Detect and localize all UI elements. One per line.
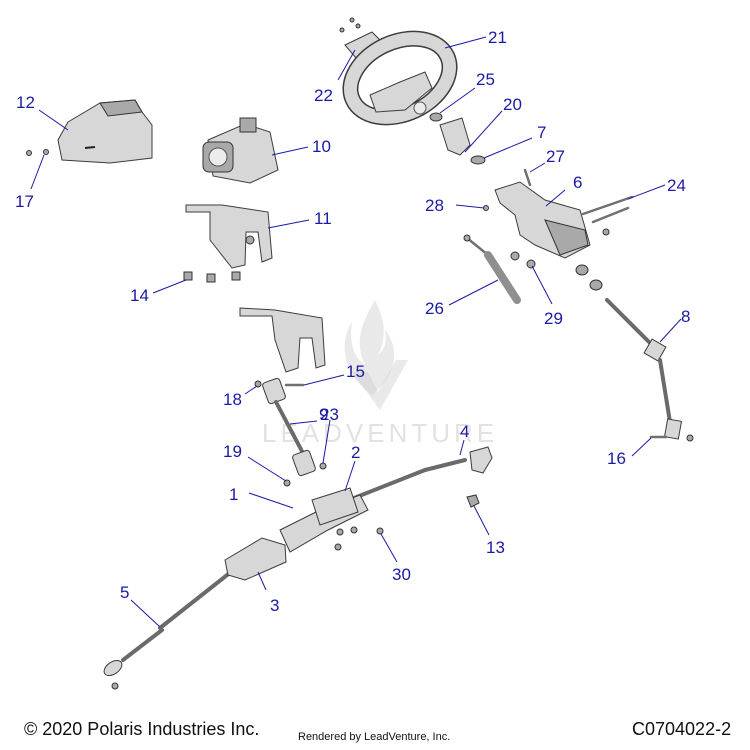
callout-28: 28: [425, 196, 444, 215]
part-2-rack-boot: [311, 487, 359, 526]
leader-28: [455, 204, 485, 209]
leader-5: [130, 599, 161, 628]
callout-8: 8: [681, 307, 690, 326]
callout-29: 29: [544, 309, 563, 328]
part-lower-bracket: [239, 307, 326, 373]
leader-6: [545, 189, 566, 207]
callout-12: 12: [16, 93, 35, 112]
leader-25: [439, 87, 476, 114]
part-27-bolt: [523, 168, 532, 187]
v-logo: [352, 360, 408, 410]
part-6-column-bracket: [494, 181, 591, 259]
callout-4: 4: [460, 422, 469, 441]
part-20-boot: [439, 117, 471, 156]
part-9-lower-shaft: [262, 377, 316, 477]
leader-20: [464, 110, 503, 153]
leader-14: [152, 279, 187, 294]
part-17-screws: [26, 149, 49, 156]
leader-2: [344, 460, 356, 492]
callout-9: 9: [319, 405, 328, 424]
part-28-screw: [483, 205, 489, 211]
part-3-rack-boot: [224, 537, 287, 581]
flame-logo: [344, 300, 395, 395]
part-7-ring: [470, 155, 486, 165]
part-5-tie-rod-end: [103, 628, 164, 690]
rendered-by-note: Rendered by LeadVenture, Inc.: [298, 731, 451, 743]
leader-30: [380, 533, 398, 563]
callout-20: 20: [503, 95, 522, 114]
callout-3: 3: [270, 596, 279, 615]
callout-7: 7: [537, 123, 546, 142]
callout-17: 17: [15, 192, 34, 211]
callout-22: 22: [314, 86, 333, 105]
leader-12: [38, 109, 69, 131]
callout-27: 27: [546, 147, 565, 166]
leader-19: [247, 456, 287, 482]
leader-3: [257, 571, 267, 591]
callout-14: 14: [130, 286, 149, 305]
leader-18: [244, 385, 258, 395]
part-24-bolts: [581, 195, 634, 236]
catalog-number: C0704022-2: [632, 719, 732, 739]
part-bushings: [575, 264, 603, 291]
callout-16: 16: [607, 449, 626, 468]
callout-2: 2: [351, 443, 360, 462]
callout-19: 19: [223, 442, 242, 461]
leader-16: [631, 437, 652, 457]
part-8-steering-shaft: [605, 298, 694, 442]
leader-11: [267, 219, 310, 229]
part-21-steering-wheel: [342, 30, 458, 126]
part-25-nut: [429, 112, 443, 122]
callout-30: 30: [392, 565, 411, 584]
part-10-switch-module: [202, 117, 279, 184]
leader-22: [337, 49, 356, 81]
part-30-nuts: [334, 526, 384, 551]
callout-labels: 1 2 3 4 5 6 7 8 9 10 11 12 13 14 15 16 1…: [15, 28, 690, 615]
callout-1: 1: [229, 485, 238, 504]
callout-13: 13: [486, 538, 505, 557]
part-26-gas-strut: [463, 234, 521, 304]
part-18-nut: [254, 380, 262, 388]
callout-26: 26: [425, 299, 444, 318]
leader-9: [289, 420, 318, 425]
leader-24: [627, 184, 666, 200]
callout-11: 11: [314, 209, 332, 228]
leader-4: [459, 439, 465, 456]
part-14-bolts: [183, 271, 241, 283]
part-11-bracket: [185, 204, 273, 269]
callout-18: 18: [223, 390, 242, 409]
leader-27: [529, 162, 546, 173]
callout-23: 23: [320, 405, 339, 424]
part-29-nuts: [510, 251, 536, 269]
leader-10: [271, 146, 309, 156]
part-steering-rack: [158, 446, 493, 630]
callout-21: 21: [488, 28, 507, 47]
part-23-bolt: [319, 462, 327, 470]
part-12-cover: [57, 99, 153, 164]
callout-15: 15: [346, 362, 365, 381]
leader-21: [444, 36, 487, 49]
leader-29: [531, 265, 553, 305]
copyright-notice: © 2020 Polaris Industries Inc.: [24, 719, 260, 739]
leader-7: [483, 137, 533, 159]
leader-23: [322, 419, 331, 464]
callout-25: 25: [476, 70, 495, 89]
part-13-nut: [466, 494, 480, 508]
callout-10: 10: [312, 137, 331, 156]
callout-24: 24: [667, 176, 686, 195]
leader-13: [473, 505, 490, 536]
callout-5: 5: [120, 583, 129, 602]
leader-15: [303, 374, 345, 386]
callout-6: 6: [573, 173, 582, 192]
leader-lines: [30, 36, 682, 628]
part-19-nut: [283, 479, 291, 487]
leader-8: [659, 318, 682, 343]
leader-1: [248, 492, 294, 509]
leader-17: [30, 154, 45, 190]
leader-26: [448, 279, 499, 306]
